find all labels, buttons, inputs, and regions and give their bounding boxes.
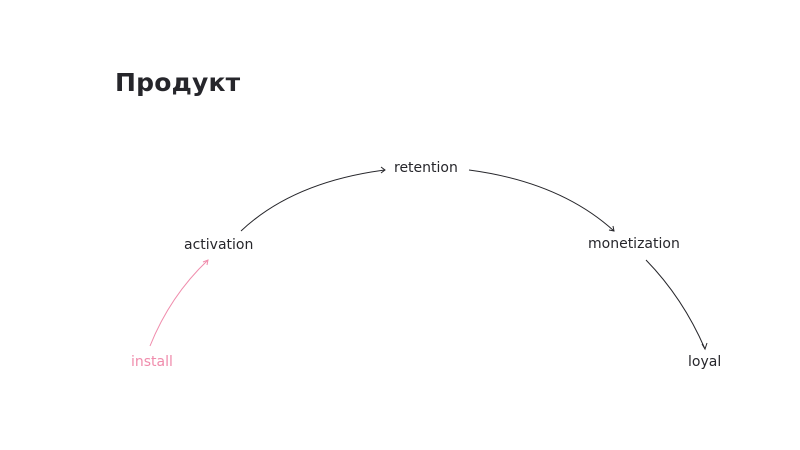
arrow-install-to-activation (149, 259, 209, 347)
arrowhead-retention-to-monetization (608, 225, 615, 232)
arrowhead-monetization-to-loyal (701, 342, 708, 351)
node-monetization: monetization (588, 236, 680, 252)
node-loyal: loyal (688, 354, 722, 370)
arrow-retention-to-monetization (468, 169, 615, 232)
arrow-monetization-to-loyal (645, 259, 706, 350)
node-install: install (131, 354, 173, 370)
slide-title: Продукт (115, 68, 241, 97)
node-activation: activation (184, 237, 254, 253)
arrowhead-install-to-activation (202, 259, 209, 266)
arrow-activation-to-retention (240, 169, 386, 232)
arrowhead-activation-to-retention (380, 166, 386, 174)
node-retention: retention (394, 160, 458, 176)
